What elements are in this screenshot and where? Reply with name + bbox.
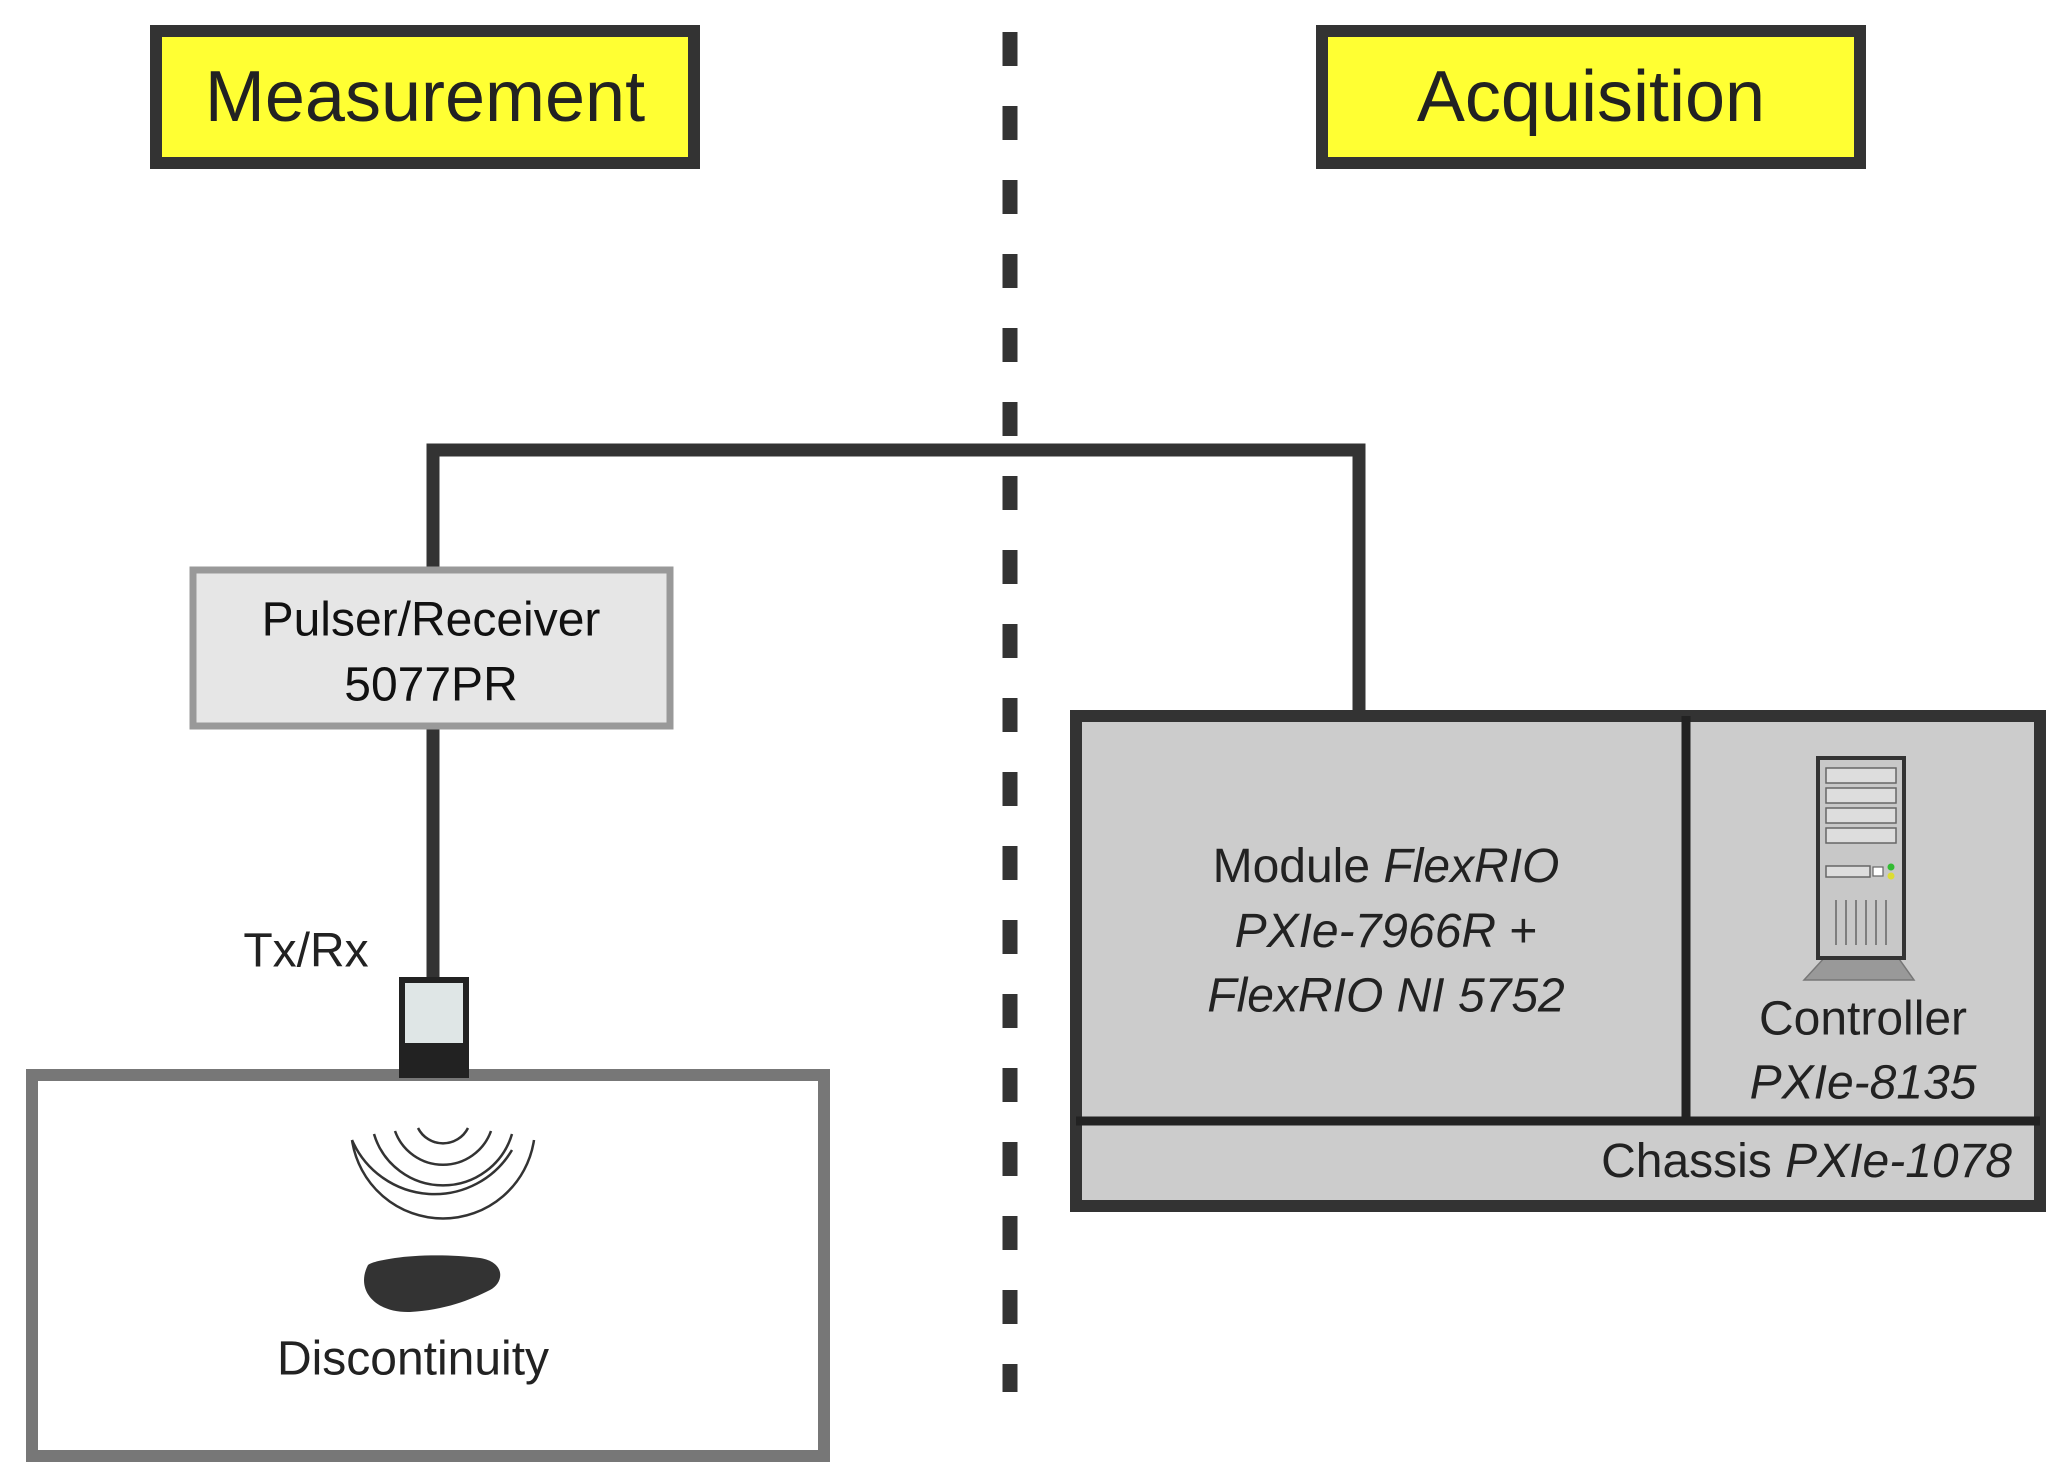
controller-model: PXIe-8135 <box>1750 1057 1977 1110</box>
chassis-label: Chassis PXIe-1078 <box>1601 1135 2012 1188</box>
pulser-receiver-label: Pulser/Receiver <box>262 594 601 647</box>
acquisition-title: Acquisition <box>1417 57 1765 137</box>
flexrio-module: Module FlexRIO PXIe-7966R + FlexRIO NI 5… <box>1207 840 1564 1023</box>
transducer-probe <box>399 977 469 1078</box>
ultrasound-wave-icon <box>350 1127 536 1220</box>
connection-cables <box>426 443 1366 982</box>
module-label-line1: Module FlexRIO <box>1213 840 1560 893</box>
module-label-line2: PXIe-7966R + <box>1235 905 1538 958</box>
pulser-receiver-box: Pulser/Receiver 5077PR <box>189 566 674 730</box>
transducer-label: Tx/Rx <box>243 925 368 978</box>
discontinuity-shape <box>364 1255 501 1313</box>
acquisition-title-box: Acquisition <box>1316 25 1866 169</box>
discontinuity-label: Discontinuity <box>277 1333 549 1386</box>
measurement-title: Measurement <box>205 57 645 137</box>
module-label-line3: FlexRIO NI 5752 <box>1207 970 1564 1023</box>
controller-label: Controller <box>1759 993 1967 1046</box>
pulser-receiver-model: 5077PR <box>344 659 517 712</box>
server-tower-icon <box>1802 756 1916 981</box>
controller-section: Controller PXIe-8135 <box>1750 993 1977 1110</box>
measurement-title-box: Measurement <box>150 25 700 169</box>
